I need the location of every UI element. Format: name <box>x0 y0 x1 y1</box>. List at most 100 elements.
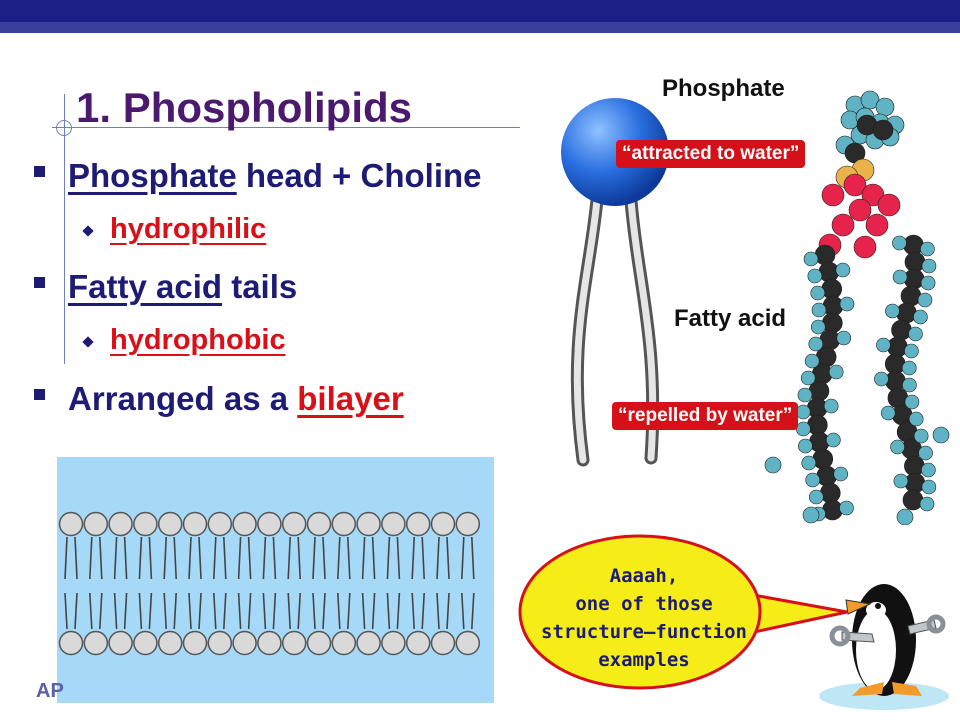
lipid-tail <box>347 592 351 630</box>
bubble-line: one of those <box>575 593 713 615</box>
atom <box>839 500 854 516</box>
atom <box>835 262 851 278</box>
atom <box>810 285 826 301</box>
lipid-head <box>381 630 406 656</box>
lipid-tail <box>347 536 351 580</box>
atom <box>921 258 937 274</box>
lipid-tail <box>113 536 118 580</box>
lipid-tail <box>89 536 93 580</box>
bullet-part: Arranged as a <box>68 380 298 417</box>
lipid-head <box>58 511 84 537</box>
bullet-part: Phosphate <box>68 157 237 194</box>
atom <box>821 183 845 207</box>
bubble-line: examples <box>598 649 690 671</box>
lipid-tail <box>337 536 341 580</box>
atom <box>814 244 836 266</box>
lipid-tail <box>361 592 366 630</box>
lipid-tail <box>386 536 391 580</box>
lipid-tail <box>173 592 177 630</box>
lipid-tail <box>198 592 202 630</box>
subbullet-text: hydrophobic <box>110 324 286 356</box>
atom <box>913 428 929 444</box>
atom <box>808 336 824 352</box>
atom <box>904 394 920 410</box>
lipid-tail <box>287 536 291 580</box>
title-vertical-rule <box>64 94 65 364</box>
bullet-bilayer: Arranged as a bilayer <box>34 380 404 418</box>
atom <box>904 343 919 359</box>
atom <box>875 97 895 117</box>
atom <box>803 251 819 267</box>
lipid-tail <box>247 592 252 630</box>
lipid-tail <box>163 536 167 580</box>
title-underline <box>52 127 520 128</box>
bilayer-background <box>57 457 494 703</box>
header-bar <box>0 0 960 22</box>
lipid-tail <box>421 536 425 580</box>
lipid-tail <box>312 592 316 630</box>
atom <box>764 456 782 474</box>
atom <box>918 445 933 461</box>
lipid-tail <box>64 536 68 580</box>
lipid-tail <box>223 592 227 630</box>
bullet-fatty-acid-tails: Fatty acid tails <box>34 268 297 306</box>
lipid-head <box>430 511 456 537</box>
lipid-tail <box>173 536 177 580</box>
atom <box>908 411 924 427</box>
atom <box>891 319 912 341</box>
lipid-head <box>182 630 208 656</box>
atom <box>843 173 867 197</box>
lipid-head <box>207 511 233 537</box>
atom <box>885 303 900 319</box>
lipid-head <box>133 630 158 656</box>
lipid-head <box>257 511 282 537</box>
lipid-tail <box>89 592 93 630</box>
atom <box>890 439 905 455</box>
bubble-line: structure–function <box>541 621 747 643</box>
atom <box>902 489 924 511</box>
subbullet-hydrophobic: hydrophobic <box>82 324 286 357</box>
lipid-tail <box>123 592 128 630</box>
lipid-tail <box>436 592 440 630</box>
atom <box>828 364 844 380</box>
lipid-tail <box>74 592 78 630</box>
lipid-head <box>83 511 109 537</box>
atom <box>811 302 827 318</box>
atom <box>887 387 909 409</box>
atom <box>921 462 936 478</box>
atom <box>892 235 907 251</box>
lipid-head <box>405 630 431 656</box>
lipid-head <box>356 511 381 537</box>
atom <box>810 319 826 335</box>
atom <box>880 405 896 421</box>
lipid-tail <box>436 536 440 580</box>
lipid-tail <box>421 592 425 630</box>
phosphate-head-sphere <box>561 98 669 206</box>
lipid-tail <box>287 592 291 630</box>
lipid-tail <box>123 536 128 580</box>
lipid-tail <box>312 536 316 580</box>
lipid-head <box>306 630 332 656</box>
lipid-tail <box>361 536 366 580</box>
bubble-text: Aaaah, one of those structure–function e… <box>528 562 760 674</box>
lipid-head <box>83 630 109 656</box>
footer-text: AP <box>36 680 64 702</box>
header-bar-accent <box>0 22 960 33</box>
lipid-tail <box>148 536 153 580</box>
atom <box>804 353 820 369</box>
atom <box>920 275 936 291</box>
lipid-tail <box>237 536 242 580</box>
atom <box>902 377 917 393</box>
phosphate-label: Phosphate <box>662 75 785 102</box>
lipid-tail <box>297 592 301 630</box>
lipid-head <box>331 511 357 537</box>
atom <box>865 213 889 237</box>
bilayer-illustration <box>58 511 481 656</box>
lipid-tail <box>237 592 242 630</box>
lipid-tail <box>337 592 341 630</box>
atom <box>893 473 909 489</box>
fatty-acid-label: Fatty acid <box>674 305 787 332</box>
lipid-head <box>157 511 183 537</box>
atom <box>826 432 841 448</box>
atom <box>848 198 872 222</box>
